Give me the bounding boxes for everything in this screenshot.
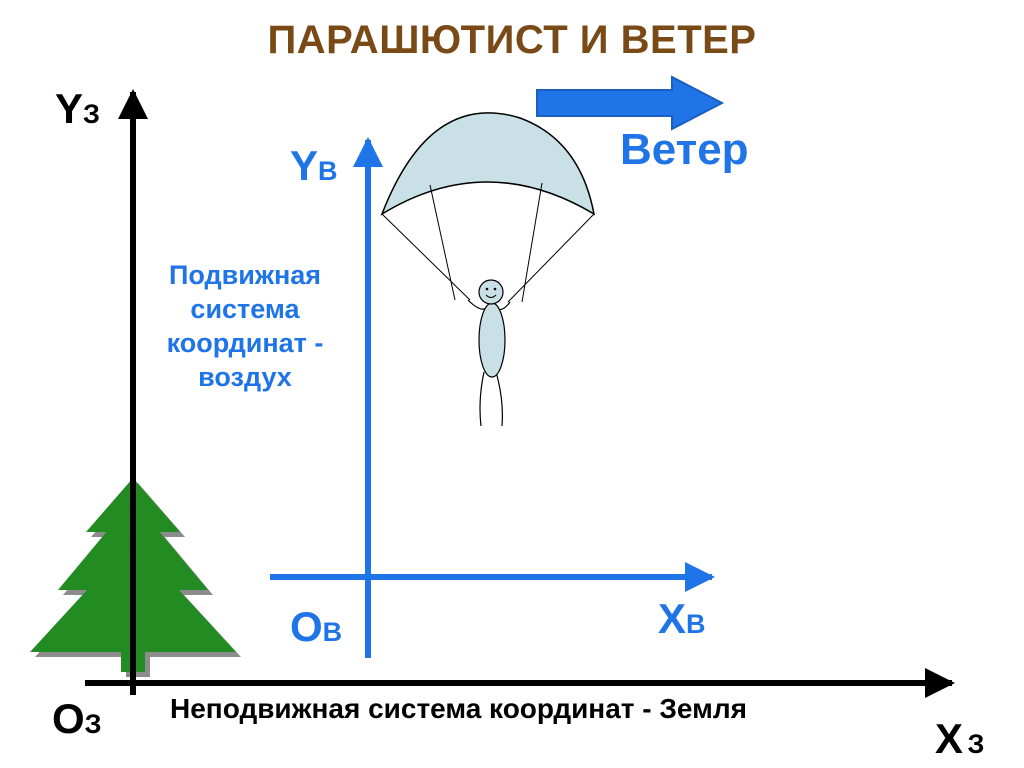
parachutist-icon (467, 279, 511, 427)
fixed-frame-description: Неподвижная система координат - Земля (170, 693, 747, 724)
fixed-frame-axes (85, 89, 955, 698)
moving-frame-axes (270, 137, 715, 658)
wind-label: Ветер (620, 125, 749, 174)
moving-y-label: YВ (290, 142, 338, 189)
moving-origin-label: OВ (290, 603, 343, 650)
fixed-y-label: YЗ (55, 85, 100, 132)
moving-x-label: XВ (658, 595, 706, 642)
fixed-x-label: X З (935, 715, 985, 762)
fixed-origin-label: OЗ (52, 695, 102, 742)
moving-frame-description: Подвижная система координат - воздух (166, 260, 324, 392)
wind-arrow-icon (536, 75, 725, 131)
page-title: ПАРАШЮТИСТ И ВЕТЕР (267, 18, 757, 62)
parachute-icon (380, 112, 596, 303)
